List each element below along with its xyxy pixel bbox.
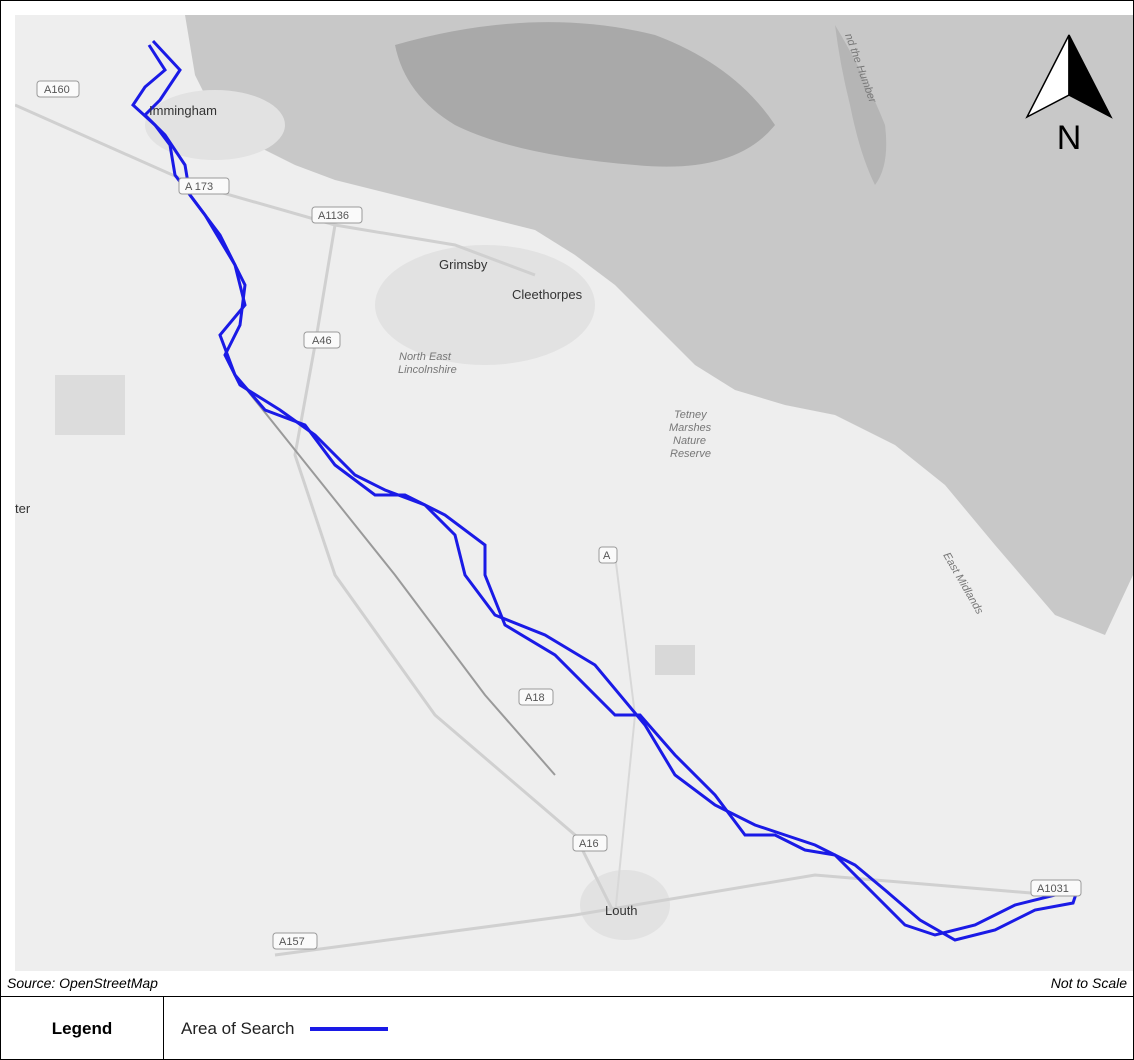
place-label-nature: Nature bbox=[673, 435, 706, 447]
legend-table: Legend Area of Search bbox=[1, 996, 1133, 1060]
urban-grimsby bbox=[375, 245, 595, 365]
place-label-edge: ter bbox=[15, 501, 31, 516]
road-label-a16: A16 bbox=[572, 834, 608, 852]
field-block bbox=[655, 645, 695, 675]
road-label-a46: A46 bbox=[303, 331, 341, 349]
place-label-cleethorpes: Cleethorpes bbox=[512, 287, 583, 302]
urban-immingham bbox=[145, 90, 285, 160]
svg-text:A1136: A1136 bbox=[318, 210, 349, 222]
place-label-tetney: Tetney bbox=[674, 409, 708, 421]
railway bbox=[234, 374, 556, 776]
road-label-a173: A 173 bbox=[178, 177, 230, 195]
svg-text:A160: A160 bbox=[44, 84, 70, 96]
svg-text:A18: A18 bbox=[525, 692, 545, 704]
svg-text:A157: A157 bbox=[279, 936, 305, 948]
legend-item-label: Area of Search bbox=[181, 1018, 295, 1038]
sea-area bbox=[185, 15, 1133, 635]
road-label-a1136: A1136 bbox=[311, 206, 363, 224]
road-label-a1031: A1031 bbox=[1030, 879, 1082, 897]
svg-text:A: A bbox=[603, 550, 611, 562]
road-label-a-partial: A bbox=[598, 546, 618, 564]
place-label-lincolnshire: Lincolnshire bbox=[398, 364, 457, 376]
place-label-reserve: Reserve bbox=[670, 448, 711, 460]
svg-text:A16: A16 bbox=[579, 838, 599, 850]
place-label-immingham: Immingham bbox=[149, 103, 217, 118]
svg-text:A 173: A 173 bbox=[185, 181, 213, 193]
sandbank bbox=[835, 25, 887, 185]
north-arrow-icon: N bbox=[1025, 34, 1113, 157]
coast-land bbox=[1065, 635, 1133, 971]
scale-caption: Not to Scale bbox=[1050, 975, 1127, 991]
road-label-a18: A18 bbox=[518, 688, 554, 706]
svg-text:A46: A46 bbox=[312, 335, 332, 347]
legend-item-area-of-search: Area of Search bbox=[181, 997, 389, 1060]
place-label-marshes: Marshes bbox=[669, 422, 712, 434]
legend-title: Legend bbox=[1, 997, 164, 1060]
north-label: N bbox=[1057, 119, 1082, 157]
sandbank bbox=[395, 22, 775, 167]
route-line-swatch-icon bbox=[310, 1026, 389, 1031]
place-label-north-east: North East bbox=[399, 351, 452, 363]
road-label-a160: A160 bbox=[36, 80, 80, 98]
field-block bbox=[55, 375, 125, 435]
place-label-grimsby: Grimsby bbox=[439, 257, 488, 272]
road-label-a157: A157 bbox=[272, 932, 318, 950]
svg-text:A1031: A1031 bbox=[1037, 883, 1069, 895]
road-line bbox=[274, 873, 1056, 957]
place-label-louth: Louth bbox=[605, 903, 638, 918]
search-route-line bbox=[131, 44, 1075, 937]
source-caption: Source: OpenStreetMap bbox=[7, 975, 158, 991]
map-svg: Immingham Grimsby Cleethorpes North East… bbox=[15, 15, 1133, 971]
map-canvas[interactable]: Immingham Grimsby Cleethorpes North East… bbox=[15, 15, 1133, 971]
